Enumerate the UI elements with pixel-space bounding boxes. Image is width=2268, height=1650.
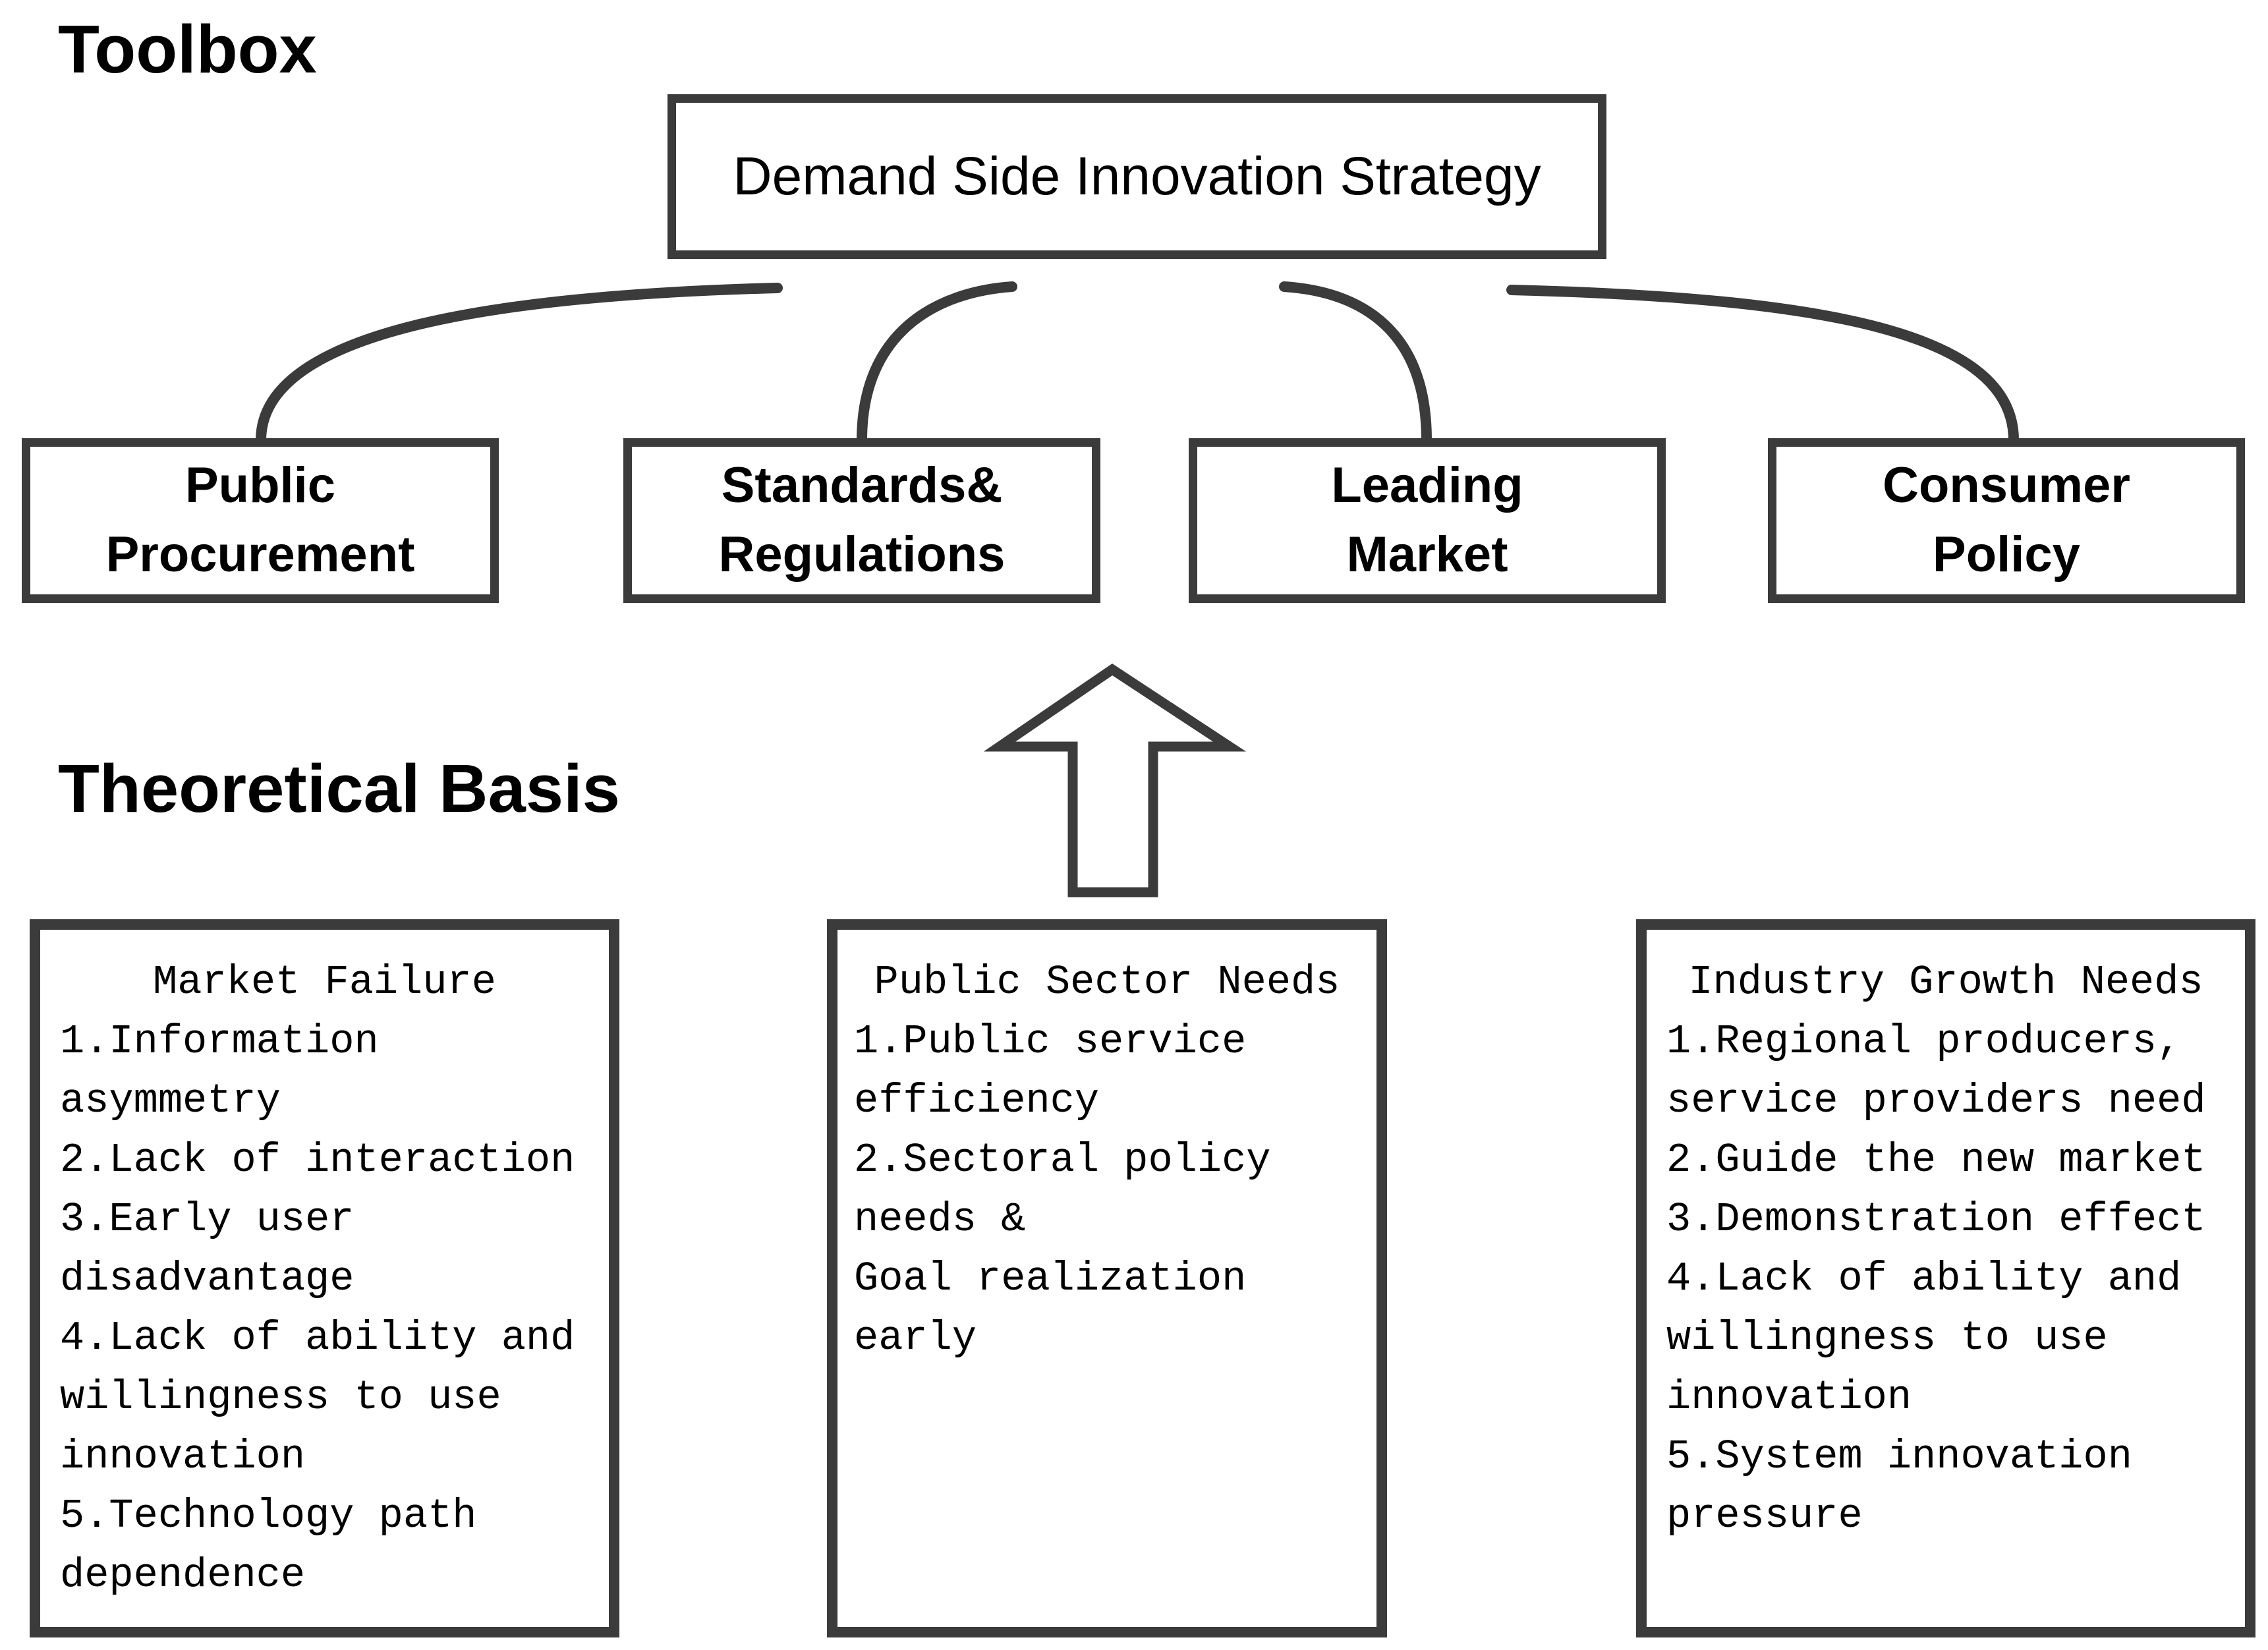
connector-curve-3 xyxy=(1279,281,1432,445)
basis-title: Industry Growth Needs xyxy=(1688,959,2203,1006)
basis-item: 1.Public service efficiency xyxy=(854,1018,1247,1124)
basis-item: 3.Early user disadvantage xyxy=(60,1196,354,1302)
basis-item: 1.Regional producers, service providers … xyxy=(1666,1018,2206,1124)
connector-curve-4 xyxy=(1506,285,2019,445)
tool-box-label-line: Market xyxy=(1346,526,1508,583)
tool-box-label-line: Public xyxy=(184,457,336,514)
basis-title: Market Failure xyxy=(153,959,496,1006)
tool-box-label-line: Procurement xyxy=(105,526,415,583)
basis-box-industry-growth-needs: Industry Growth Needs 1.Regional produce… xyxy=(1636,919,2255,1637)
basis-item: Goal realization early xyxy=(854,1255,1247,1361)
basis-title: Public Sector Needs xyxy=(874,959,1340,1006)
basis-item: 1.Information asymmetry xyxy=(60,1018,379,1124)
connector-curve-2 xyxy=(857,281,1017,445)
tool-box-label-line: Consumer xyxy=(1883,457,2130,514)
basis-item: 4.Lack of ability and willingness to use… xyxy=(1666,1255,2182,1421)
basis-item: 4.Lack of ability and willingness to use… xyxy=(60,1315,575,1480)
tool-box-consumer-policy: Consumer Policy xyxy=(1768,438,2245,603)
tool-box-public-procurement: Public Procurement xyxy=(22,438,499,603)
tool-box-label-line: Regulations xyxy=(718,526,1006,583)
tool-box-label-line: Policy xyxy=(1933,526,2080,583)
basis-item: 3.Demonstration effect xyxy=(1666,1196,2206,1243)
tool-box-label-line: Leading xyxy=(1331,457,1523,514)
tool-box-label-line: Standards& xyxy=(721,457,1003,514)
basis-item: 5.Technology path dependence xyxy=(60,1493,477,1599)
up-arrow-icon xyxy=(983,663,1247,897)
theoretical-basis-heading: Theoretical Basis xyxy=(58,751,620,826)
strategy-box: Demand Side Innovation Strategy xyxy=(667,94,1606,259)
basis-item: 5.System innovation pressure xyxy=(1666,1433,2132,1539)
basis-box-public-sector-needs: Public Sector Needs 1.Public service eff… xyxy=(827,919,1387,1637)
basis-box-market-failure: Market Failure 1.Information asymmetry 2… xyxy=(30,919,619,1637)
strategy-box-label: Demand Side Innovation Strategy xyxy=(733,146,1541,206)
toolbox-heading: Toolbox xyxy=(58,11,317,87)
tool-box-leading-market: Leading Market xyxy=(1189,438,1666,603)
connector-curve-1 xyxy=(256,283,783,445)
basis-item: 2.Lack of interaction xyxy=(60,1137,575,1183)
basis-item: 2.Sectoral policy needs & xyxy=(854,1137,1271,1243)
basis-item: 2.Guide the new market xyxy=(1666,1137,2206,1183)
tool-box-standards-regulations: Standards& Regulations xyxy=(623,438,1100,603)
